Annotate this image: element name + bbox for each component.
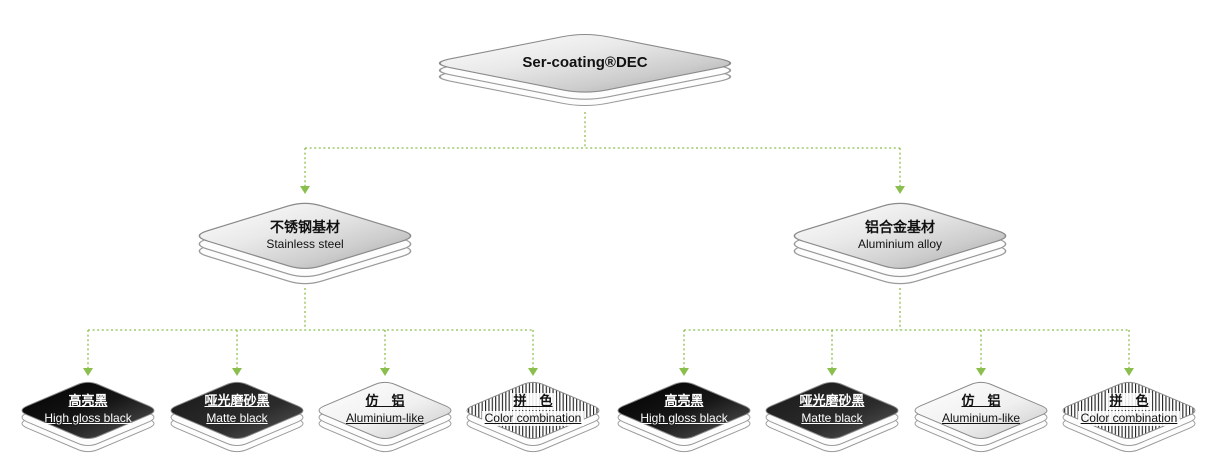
leaf-label-zh: 高亮黑 bbox=[664, 392, 704, 408]
leaf-label-zh: 仿 铝 bbox=[961, 392, 1001, 408]
arrowhead-icon bbox=[895, 186, 905, 194]
branch-label-zh: 铝合金基材 bbox=[865, 218, 935, 235]
leaf-label: 拼 色 Color combination bbox=[458, 378, 608, 440]
leaf-label-zh: 拼 色 bbox=[1106, 392, 1152, 410]
root-label: Ser-coating®DEC bbox=[420, 31, 750, 95]
leaf-label-en: Color combination bbox=[1077, 410, 1181, 427]
leaf-node-aluminium-matte-black: 哑光磨砂黑 Matte black bbox=[757, 376, 907, 458]
leaf-label-zh: 哑光磨砂黑 bbox=[799, 392, 865, 408]
leaf-node-stainless-color-combination: 拼 色 Color combination bbox=[458, 376, 608, 458]
leaf-label-en: High gloss black bbox=[44, 410, 132, 425]
arrowhead-icon bbox=[300, 186, 310, 194]
arrowhead-icon bbox=[976, 368, 986, 376]
leaf-node-aluminium-color-combination: 拼 色 Color combination bbox=[1054, 376, 1204, 458]
leaf-label-en: Aluminium-like bbox=[345, 410, 425, 425]
leaf-label-en: Aluminium-like bbox=[941, 410, 1021, 425]
root-node: Ser-coating®DEC bbox=[420, 28, 750, 112]
branch-label-en: Stainless steel bbox=[266, 236, 344, 251]
branch-label-zh: 不锈钢基材 bbox=[270, 218, 340, 235]
arrowhead-icon bbox=[380, 368, 390, 376]
branch-label: 铝合金基材 Aluminium alloy bbox=[780, 199, 1020, 271]
leaf-label: 拼 色 Color combination bbox=[1054, 378, 1204, 440]
leaf-node-stainless-aluminium-like: 仿 铝 Aluminium-like bbox=[310, 376, 460, 458]
leaf-label-zh: 哑光磨砂黑 bbox=[204, 392, 270, 408]
leaf-label: 仿 铝 Aluminium-like bbox=[310, 378, 460, 440]
arrowhead-icon bbox=[827, 368, 837, 376]
branch-node-stainless-steel: 不锈钢基材 Stainless steel bbox=[185, 196, 425, 291]
leaf-label-zh: 拼 色 bbox=[510, 392, 556, 410]
arrowhead-icon bbox=[679, 368, 689, 376]
arrowhead-icon bbox=[1124, 368, 1134, 376]
root-title: Ser-coating®DEC bbox=[522, 53, 648, 71]
leaf-label: 仿 铝 Aluminium-like bbox=[906, 378, 1056, 440]
arrowhead-icon bbox=[528, 368, 538, 376]
leaf-label-zh: 高亮黑 bbox=[68, 392, 108, 408]
leaf-label: 哑光磨砂黑 Matte black bbox=[757, 378, 907, 440]
branch-label-en: Aluminium alloy bbox=[857, 236, 943, 251]
leaf-label: 哑光磨砂黑 Matte black bbox=[162, 378, 312, 440]
leaf-node-stainless-high-gloss-black: 高亮黑 High gloss black bbox=[13, 376, 163, 458]
branch-node-aluminium-alloy: 铝合金基材 Aluminium alloy bbox=[780, 196, 1020, 291]
leaf-label-en: Matte black bbox=[801, 410, 863, 425]
leaf-label-en: Matte black bbox=[206, 410, 268, 425]
leaf-node-aluminium-high-gloss-black: 高亮黑 High gloss black bbox=[609, 376, 759, 458]
branch-label: 不锈钢基材 Stainless steel bbox=[185, 199, 425, 271]
leaf-node-aluminium-aluminium-like: 仿 铝 Aluminium-like bbox=[906, 376, 1056, 458]
leaf-label: 高亮黑 High gloss black bbox=[609, 378, 759, 440]
leaf-label-en: Color combination bbox=[481, 410, 585, 427]
leaf-label-en: High gloss black bbox=[640, 410, 728, 425]
arrowhead-icon bbox=[232, 368, 242, 376]
leaf-label: 高亮黑 High gloss black bbox=[13, 378, 163, 440]
leaf-label-zh: 仿 铝 bbox=[365, 392, 405, 408]
leaf-node-stainless-matte-black: 哑光磨砂黑 Matte black bbox=[162, 376, 312, 458]
arrowhead-icon bbox=[83, 368, 93, 376]
